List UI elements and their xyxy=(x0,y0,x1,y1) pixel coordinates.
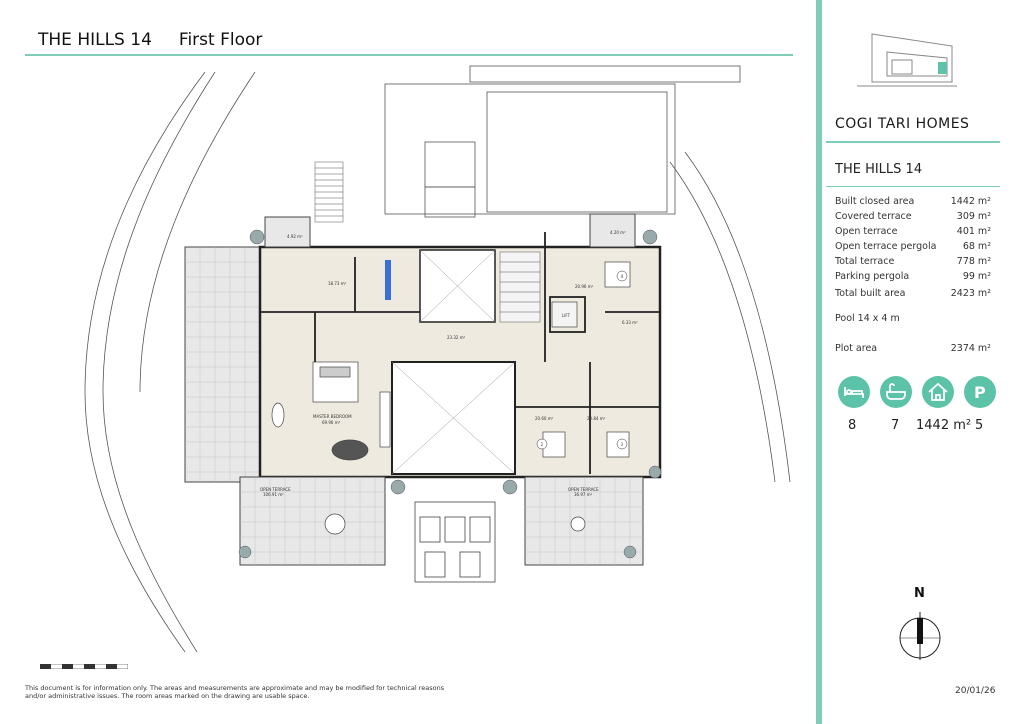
area-value: 1442 m² xyxy=(950,196,991,207)
disclaimer-text: This document is for information only. T… xyxy=(25,684,445,700)
brand-logo-icon xyxy=(857,33,957,87)
plot-value: 2374 m² xyxy=(950,343,991,354)
area-label: Built closed area xyxy=(835,196,915,207)
area-label: Total built area xyxy=(835,288,906,299)
label-bed3-area: 20.84 m² xyxy=(587,416,606,421)
area-value: 68 m² xyxy=(962,241,991,252)
room-number-2: 2 xyxy=(541,442,544,447)
plot-area-row: Plot area 2374 m² xyxy=(835,343,991,354)
area-row: Open terrace pergola 68 m² xyxy=(835,241,991,252)
room-number-4: 4 xyxy=(621,274,624,279)
area-row: Parking pergola 99 m² xyxy=(835,271,991,282)
page-title: THE HILLS 14 First Floor xyxy=(38,30,262,50)
bathrooms-count: 7 xyxy=(891,418,900,433)
label-bath-area: 6.33 m² xyxy=(622,320,638,325)
floor-plan: MASTER BEDROOM 69.96 m² OPEN TERRACE 106… xyxy=(84,65,791,653)
label-terrace-tr-area: 4.20 m² xyxy=(610,230,626,235)
area-value: 309 m² xyxy=(956,211,991,222)
svg-text:P: P xyxy=(974,383,986,402)
area-row: Total terrace 778 m² xyxy=(835,256,991,267)
label-bed4-area: 20.96 m² xyxy=(575,284,594,289)
label-master-bedroom: MASTER BEDROOM xyxy=(313,414,352,419)
area-label: Open terrace xyxy=(835,226,898,237)
area-label: Total terrace xyxy=(835,256,895,267)
project-divider xyxy=(826,186,1000,187)
area-label: Open terrace pergola xyxy=(835,241,937,252)
area-row-total: Total built area 2423 m² xyxy=(835,288,991,299)
area-value: 778 m² xyxy=(956,256,991,267)
north-label: N xyxy=(914,586,925,601)
area-row: Covered terrace 309 m² xyxy=(835,211,991,222)
area-row: Open terrace 401 m² xyxy=(835,226,991,237)
label-open-terrace-right: OPEN TERRACE xyxy=(568,487,599,492)
brand-name: COGI TARI HOMES xyxy=(835,116,970,132)
area-value: 401 m² xyxy=(956,226,991,237)
bed-icon xyxy=(838,376,870,408)
label-bed2-area: 20.60 m² xyxy=(535,416,554,421)
bedrooms-count: 8 xyxy=(848,418,857,433)
area-label: Covered terrace xyxy=(835,211,912,222)
project-name: THE HILLS 14 xyxy=(38,30,152,50)
built-area-value: 1442 m² xyxy=(916,418,972,433)
brand-divider xyxy=(826,141,1000,143)
label-hall-area: 23.32 m² xyxy=(447,335,466,340)
area-label: Parking pergola xyxy=(835,271,910,282)
label-open-terrace-right-area: 36.97 m² xyxy=(574,492,593,497)
document-date: 20/01/26 xyxy=(955,686,996,696)
plot-label: Plot area xyxy=(835,343,878,354)
header-divider xyxy=(25,54,793,56)
label-master-bedroom-area: 69.96 m² xyxy=(322,420,341,425)
area-row: Built closed area 1442 m² xyxy=(835,196,991,207)
info-sidebar xyxy=(816,0,1024,724)
label-lift: LIFT xyxy=(562,313,571,318)
parking-icon: P xyxy=(964,376,996,408)
area-value: 2423 m² xyxy=(950,288,991,299)
label-open-terrace-left-area: 106.91 m² xyxy=(263,492,284,497)
floor-name: First Floor xyxy=(178,30,263,50)
parking-count: 5 xyxy=(975,418,984,433)
house-icon xyxy=(922,376,954,408)
room-number-3: 3 xyxy=(621,442,624,447)
label-open-terrace-left: OPEN TERRACE xyxy=(260,487,291,492)
north-arrow-icon xyxy=(899,612,941,660)
project-title: THE HILLS 14 xyxy=(835,162,923,177)
pool-size: Pool 14 x 4 m xyxy=(835,313,900,324)
scale-bar xyxy=(40,664,128,669)
label-closet-area: 18.73 m² xyxy=(328,281,347,286)
area-value: 99 m² xyxy=(962,271,991,282)
label-terrace-tl-area: 4.92 m² xyxy=(287,234,303,239)
bath-icon xyxy=(880,376,912,408)
